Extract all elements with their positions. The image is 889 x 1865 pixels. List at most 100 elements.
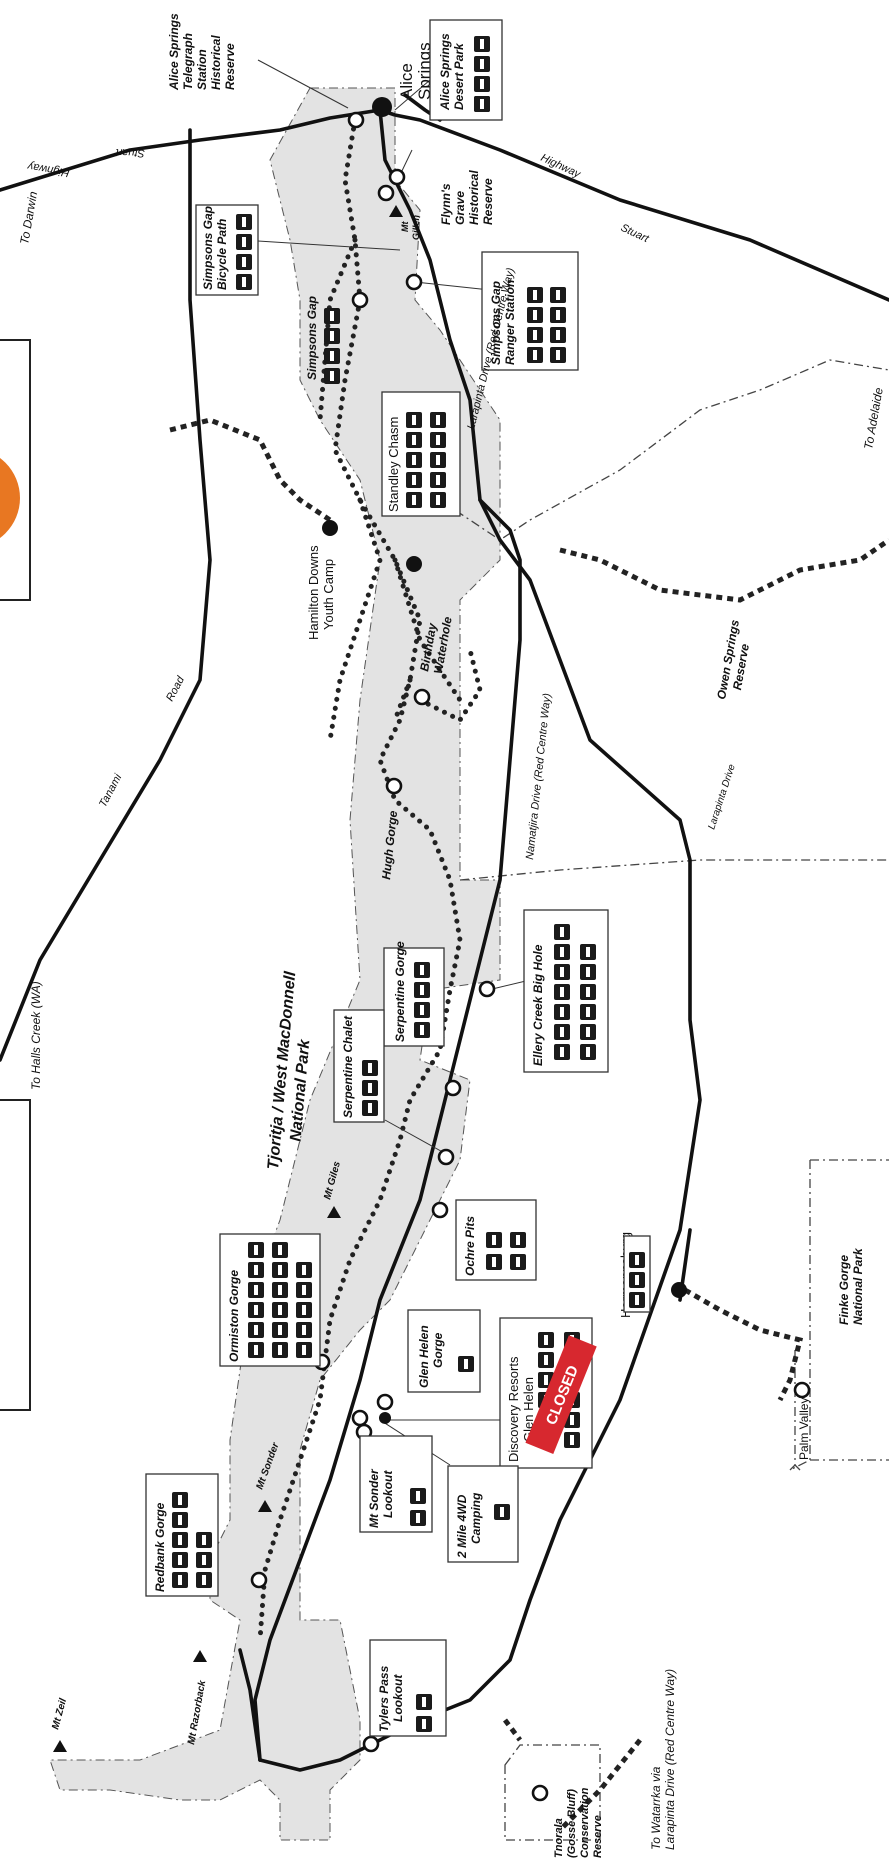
label-finke-2: National Park [851, 1247, 865, 1325]
label-desert-park-2: Desert Park [452, 42, 466, 110]
label-glen-helen-2: Gorge [431, 1332, 445, 1368]
label-two-mile-2: Camping [469, 1492, 483, 1544]
label-telegraph-4: Historical [209, 35, 223, 90]
label-telegraph-5: Reserve [223, 43, 237, 90]
label-telegraph-1: Alice Springs [167, 13, 181, 91]
tnorala-boundary [504, 1744, 601, 1841]
site-desert-park[interactable] [377, 184, 395, 202]
label-desert-park-1: Alice Springs [438, 33, 452, 111]
site-palm-valley[interactable] [793, 1381, 811, 1399]
west-road [238, 1648, 262, 1762]
icons-serpentine-chalet [362, 1060, 378, 1116]
leader-telegraph [257, 59, 349, 109]
label-bike-1: Simpsons Gap [201, 206, 215, 290]
leader-ranger [414, 281, 491, 291]
label-to-darwin: To Darwin [17, 190, 40, 246]
label-flynn-4: Reserve [481, 178, 495, 225]
peak-mt-gillen [389, 205, 403, 217]
namatjira-drive [253, 498, 522, 1762]
finke-gorge-boundary [789, 1159, 889, 1471]
label-flynn-2: Grave [453, 191, 467, 225]
4wd-track-finke [683, 1287, 804, 1402]
peak-mt-sonder [258, 1500, 272, 1512]
site-simpsons-gap[interactable] [351, 291, 369, 309]
label-glen-helen-1: Glen Helen [417, 1325, 431, 1388]
leader-desert-park [394, 79, 431, 111]
site-redbank-gorge[interactable] [250, 1571, 268, 1589]
label-simpsons-gap: Simpsons Gap [305, 296, 319, 380]
label-ranger-2: Ranger Station [503, 280, 517, 365]
town-standley-chasm[interactable] [406, 556, 422, 572]
site-serpentine-gorge[interactable] [444, 1079, 462, 1097]
site-mt-sonder-lookout[interactable] [351, 1409, 369, 1427]
label-mt-gillen-1: Mt [400, 221, 410, 232]
town-hermannsburg[interactable] [671, 1282, 687, 1298]
label-hamilton-2: Youth Camp [321, 559, 336, 630]
label-serpentine-gorge: Serpentine Gorge [393, 941, 407, 1042]
trail-dotted-2 [327, 497, 383, 743]
4wd-track-hamilton [169, 417, 332, 523]
inset-frame-bottom [0, 1099, 31, 1411]
box-desert-park [429, 19, 503, 121]
label-to-adelaide: To Adelaide [861, 386, 886, 450]
label-hamilton-1: Hamilton Downs [306, 545, 321, 640]
label-telegraph-2: Telegraph [181, 33, 195, 90]
icon-two-mile [494, 1504, 510, 1520]
label-standley-chasm: Standley Chasm [386, 417, 401, 512]
town-glen-helen[interactable] [379, 1412, 391, 1424]
site-tnorala[interactable] [531, 1784, 549, 1802]
orange-marker [0, 458, 20, 538]
site-tylers-pass[interactable] [362, 1735, 380, 1753]
label-to-halls-creek: To Halls Creek (WA) [29, 981, 43, 1090]
peak-mt-giles [327, 1206, 341, 1218]
label-larapinta-drive: Larapinta Drive [706, 763, 738, 831]
label-tnorala-1: Tnorala [553, 1818, 565, 1858]
town-alice-springs[interactable] [372, 97, 392, 117]
label-road: Road [164, 674, 187, 704]
site-birthday-waterhole[interactable] [413, 688, 431, 706]
label-flynn-3: Historical [467, 170, 481, 225]
label-ranger-1: Simpsons Gap [489, 281, 503, 365]
owen-springs-boundary [439, 359, 889, 541]
label-stuart-s: Stuart [619, 222, 652, 246]
label-palm-valley: Palm Valley [797, 1398, 811, 1460]
site-telegraph-station[interactable] [347, 111, 365, 129]
site-serpentine-chalet[interactable] [437, 1148, 455, 1166]
label-to-watarrka-2: Larapinta Drive (Red Centre Way) [663, 1669, 677, 1850]
site-flynns-grave[interactable] [388, 168, 406, 186]
label-alice-1: Alice [397, 63, 416, 100]
label-mt-gillen-2: Gillen [411, 214, 421, 240]
4wd-track-tnorala [503, 1718, 642, 1832]
icon-glen-helen [458, 1356, 474, 1372]
label-ormiston: Ormiston Gorge [227, 1270, 241, 1362]
site-simpsons-ranger[interactable] [405, 273, 423, 291]
site-hugh-gorge[interactable] [385, 777, 403, 795]
icons-hermannsburg [629, 1252, 645, 1308]
label-tnorala-2: (Gosse Bluff) [566, 1789, 578, 1858]
park-area [49, 87, 501, 1841]
label-discovery-1: Discovery Resorts [506, 1356, 521, 1462]
inset-frame-top [0, 339, 31, 601]
closed-banner: CLOSED [525, 1335, 597, 1455]
site-ellery-creek[interactable] [478, 980, 496, 998]
4wd-track-east [559, 537, 889, 603]
town-hamilton-downs[interactable] [322, 520, 338, 536]
label-namatjira: Namatjira Drive (Red Centre Way) [524, 692, 553, 860]
label-two-mile-1: 2 Mile 4WD [455, 1494, 469, 1559]
label-mt-sonder-lookout-2: Lookout [381, 1470, 395, 1518]
box-tylers-pass [369, 1639, 447, 1737]
site-glen-helen-gorge[interactable] [376, 1393, 394, 1411]
site-ochre-pits[interactable] [431, 1201, 449, 1219]
label-to-watarrka-1: To Watarrka via [649, 1766, 663, 1850]
label-stuart-2: Highway [25, 159, 70, 178]
label-alice-2: Springs [415, 42, 434, 100]
label-redbank: Redbank Gorge [153, 1502, 167, 1592]
label-discovery-2: Glen Helen [521, 1377, 536, 1442]
tanami-road [0, 128, 212, 1062]
label-telegraph-3: Station [195, 49, 209, 90]
label-tnorala-4: Reserve [592, 1815, 604, 1858]
label-tnorala-3: Conservation [579, 1787, 591, 1858]
box-glen-helen-gorge [407, 1309, 481, 1393]
label-mt-zeil: Mt Zeil [50, 1697, 69, 1731]
